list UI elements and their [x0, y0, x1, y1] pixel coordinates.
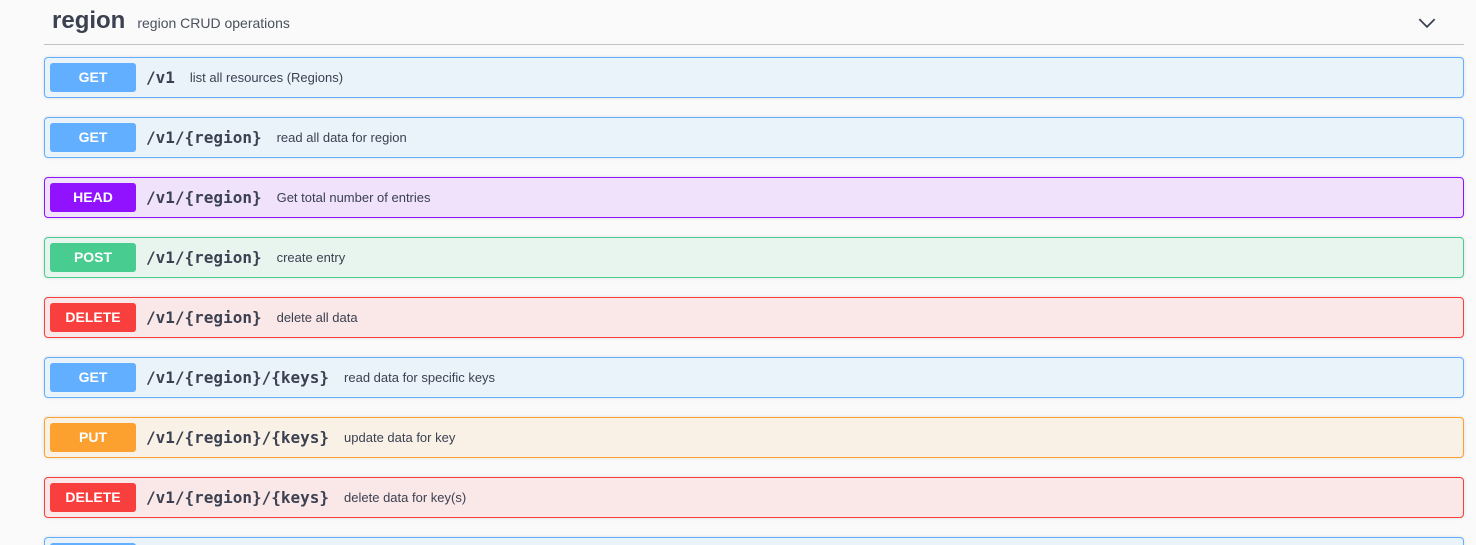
operation-summary: create entry: [276, 250, 346, 265]
operation-summary: list all resources (Regions): [189, 70, 344, 85]
method-badge[interactable]: PUT: [50, 423, 136, 452]
operation-summary: read data for specific keys: [344, 370, 496, 385]
chevron-down-icon: [1418, 18, 1436, 29]
operation-row[interactable]: DELETE /v1/{region} delete all data: [44, 297, 1464, 338]
operation-row[interactable]: GET /v1/{region}/{keys} read data for sp…: [44, 357, 1464, 398]
operation-path[interactable]: /v1/{region}: [146, 248, 262, 267]
method-badge[interactable]: GET: [50, 363, 136, 392]
operation-path[interactable]: /v1/{region}/{keys}: [146, 488, 330, 507]
operation-path[interactable]: /v1: [146, 68, 175, 87]
operations-list: GET /v1 list all resources (Regions) GET…: [44, 45, 1464, 545]
operation-row[interactable]: [44, 537, 1464, 545]
method-badge[interactable]: POST: [50, 243, 136, 272]
operation-summary: update data for key: [344, 430, 456, 445]
method-badge[interactable]: DELETE: [50, 483, 136, 512]
operation-row[interactable]: PUT /v1/{region}/{keys} update data for …: [44, 417, 1464, 458]
operation-summary: delete all data: [276, 310, 358, 325]
operation-path[interactable]: /v1/{region}: [146, 188, 262, 207]
operation-summary: Get total number of entries: [276, 190, 431, 205]
collapse-section-button[interactable]: [1412, 8, 1442, 38]
operation-path[interactable]: /v1/{region}/{keys}: [146, 428, 330, 447]
operation-path[interactable]: /v1/{region}/{keys}: [146, 368, 330, 387]
operation-row[interactable]: POST /v1/{region} create entry: [44, 237, 1464, 278]
operation-row[interactable]: DELETE /v1/{region}/{keys} delete data f…: [44, 477, 1464, 518]
section-subtitle: region CRUD operations: [137, 14, 290, 31]
operation-summary: read all data for region: [276, 130, 407, 145]
method-badge[interactable]: [50, 543, 136, 545]
operation-path[interactable]: /v1/{region}: [146, 128, 262, 147]
operation-row[interactable]: HEAD /v1/{region} Get total number of en…: [44, 177, 1464, 218]
operation-path[interactable]: /v1/{region}: [146, 308, 262, 327]
section-title: region: [52, 7, 126, 34]
section-header[interactable]: region region CRUD operations: [44, 0, 1464, 45]
operation-row[interactable]: GET /v1/{region} read all data for regio…: [44, 117, 1464, 158]
method-badge[interactable]: GET: [50, 123, 136, 152]
operation-summary: delete data for key(s): [344, 490, 467, 505]
method-badge[interactable]: GET: [50, 63, 136, 92]
method-badge[interactable]: HEAD: [50, 183, 136, 212]
operation-row[interactable]: GET /v1 list all resources (Regions): [44, 57, 1464, 98]
method-badge[interactable]: DELETE: [50, 303, 136, 332]
